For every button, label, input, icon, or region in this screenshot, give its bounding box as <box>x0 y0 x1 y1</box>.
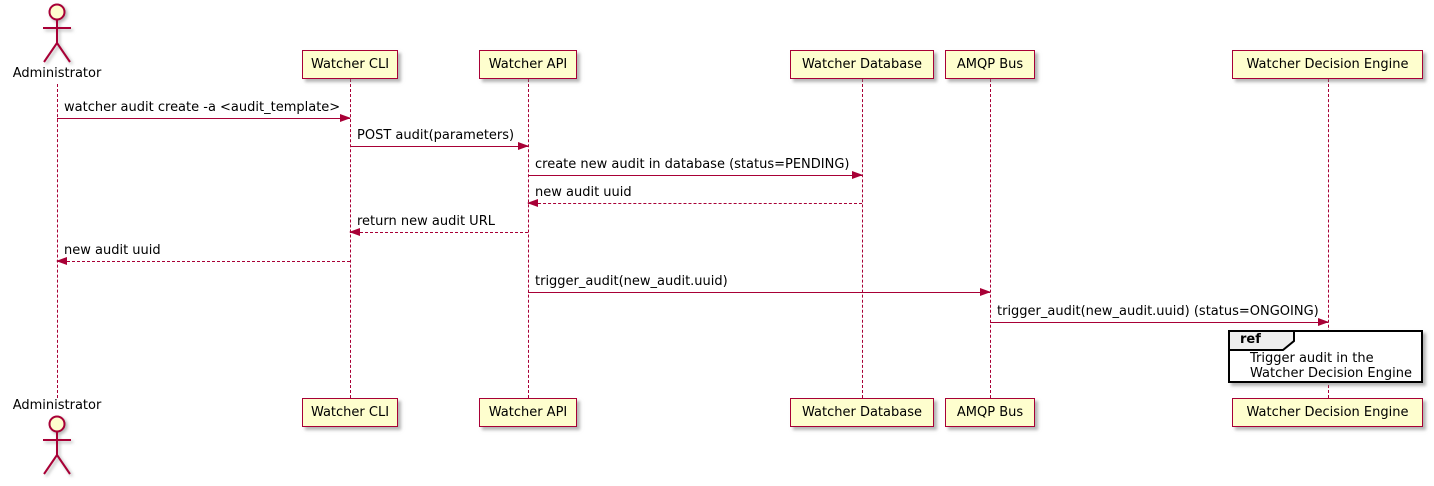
message-line <box>990 322 1328 323</box>
message-label: return new audit URL <box>357 214 495 229</box>
participant-box-watcher-database-top: Watcher Database <box>790 50 934 79</box>
participant-label-administrator-top: Administrator <box>12 66 102 81</box>
participant-box-watcher-database-bottom: Watcher Database <box>790 398 934 427</box>
participant-label: Watcher CLI <box>310 405 390 420</box>
participant-label: Watcher CLI <box>310 57 390 72</box>
participant-label: Watcher Decision Engine <box>1246 405 1409 420</box>
participant-box-watcher-decision-engine-top: Watcher Decision Engine <box>1232 50 1423 79</box>
message-label: new audit uuid <box>64 243 161 258</box>
participant-box-amqp-bus-bottom: AMQP Bus <box>945 398 1035 427</box>
message-line <box>57 261 350 262</box>
ref-fragment: ref Trigger audit in the Watcher Decisio… <box>1228 330 1423 383</box>
ref-pentagon-icon <box>1228 330 1295 351</box>
message-label: trigger_audit(new_audit.uuid) <box>535 274 728 289</box>
arrowhead-left-icon <box>56 257 67 265</box>
message-label: new audit uuid <box>535 185 632 200</box>
participant-box-watcher-api-bottom: Watcher API <box>479 398 577 427</box>
lifeline-watcher-database <box>862 79 863 398</box>
message-line <box>350 232 528 233</box>
message-label: trigger_audit(new_audit.uuid) (status=ON… <box>997 304 1319 319</box>
message-label: watcher audit create -a <audit_template> <box>64 100 341 115</box>
arrowhead-right-icon <box>340 114 351 122</box>
participant-box-watcher-api-top: Watcher API <box>479 50 577 79</box>
lifeline-amqp-bus <box>990 79 991 398</box>
participant-box-watcher-decision-engine-bottom: Watcher Decision Engine <box>1232 398 1423 427</box>
participant-label: Watcher Decision Engine <box>1246 57 1409 72</box>
message-line <box>528 203 862 204</box>
participant-label: Watcher Database <box>802 57 922 72</box>
lifeline-watcher-cli <box>350 79 351 398</box>
participant-label: Watcher API <box>488 405 568 420</box>
ref-body: Trigger audit in the Watcher Decision En… <box>1250 351 1412 381</box>
arrowhead-right-icon <box>852 171 863 179</box>
arrowhead-left-icon <box>527 199 538 207</box>
ref-text-line1: Trigger audit in the <box>1250 351 1374 366</box>
message-line <box>528 175 862 176</box>
arrowhead-right-icon <box>518 142 529 150</box>
participant-label: AMQP Bus <box>956 405 1024 420</box>
participant-label: AMQP Bus <box>956 57 1024 72</box>
arrowhead-left-icon <box>349 228 360 236</box>
message-label: create new audit in database (status=PEN… <box>535 157 850 172</box>
actor-icon <box>43 415 71 475</box>
participant-box-watcher-cli-bottom: Watcher CLI <box>302 398 398 427</box>
actor-icon <box>43 3 71 63</box>
lifeline-administrator <box>57 84 58 398</box>
participant-box-watcher-cli-top: Watcher CLI <box>302 50 398 79</box>
participant-label-administrator-bottom: Administrator <box>12 398 102 413</box>
lifeline-watcher-api <box>528 79 529 398</box>
ref-text-line2: Watcher Decision Engine <box>1250 366 1412 381</box>
ref-keyword: ref <box>1240 332 1261 347</box>
lifeline-watcher-decision-engine <box>1328 79 1329 398</box>
participant-label: Watcher API <box>488 57 568 72</box>
arrowhead-right-icon <box>1318 318 1329 326</box>
message-line <box>350 146 528 147</box>
participant-label: Watcher Database <box>802 405 922 420</box>
message-label: POST audit(parameters) <box>357 128 515 143</box>
message-line <box>528 292 990 293</box>
participant-box-amqp-bus-top: AMQP Bus <box>945 50 1035 79</box>
message-line <box>57 118 350 119</box>
arrowhead-right-icon <box>980 288 991 296</box>
